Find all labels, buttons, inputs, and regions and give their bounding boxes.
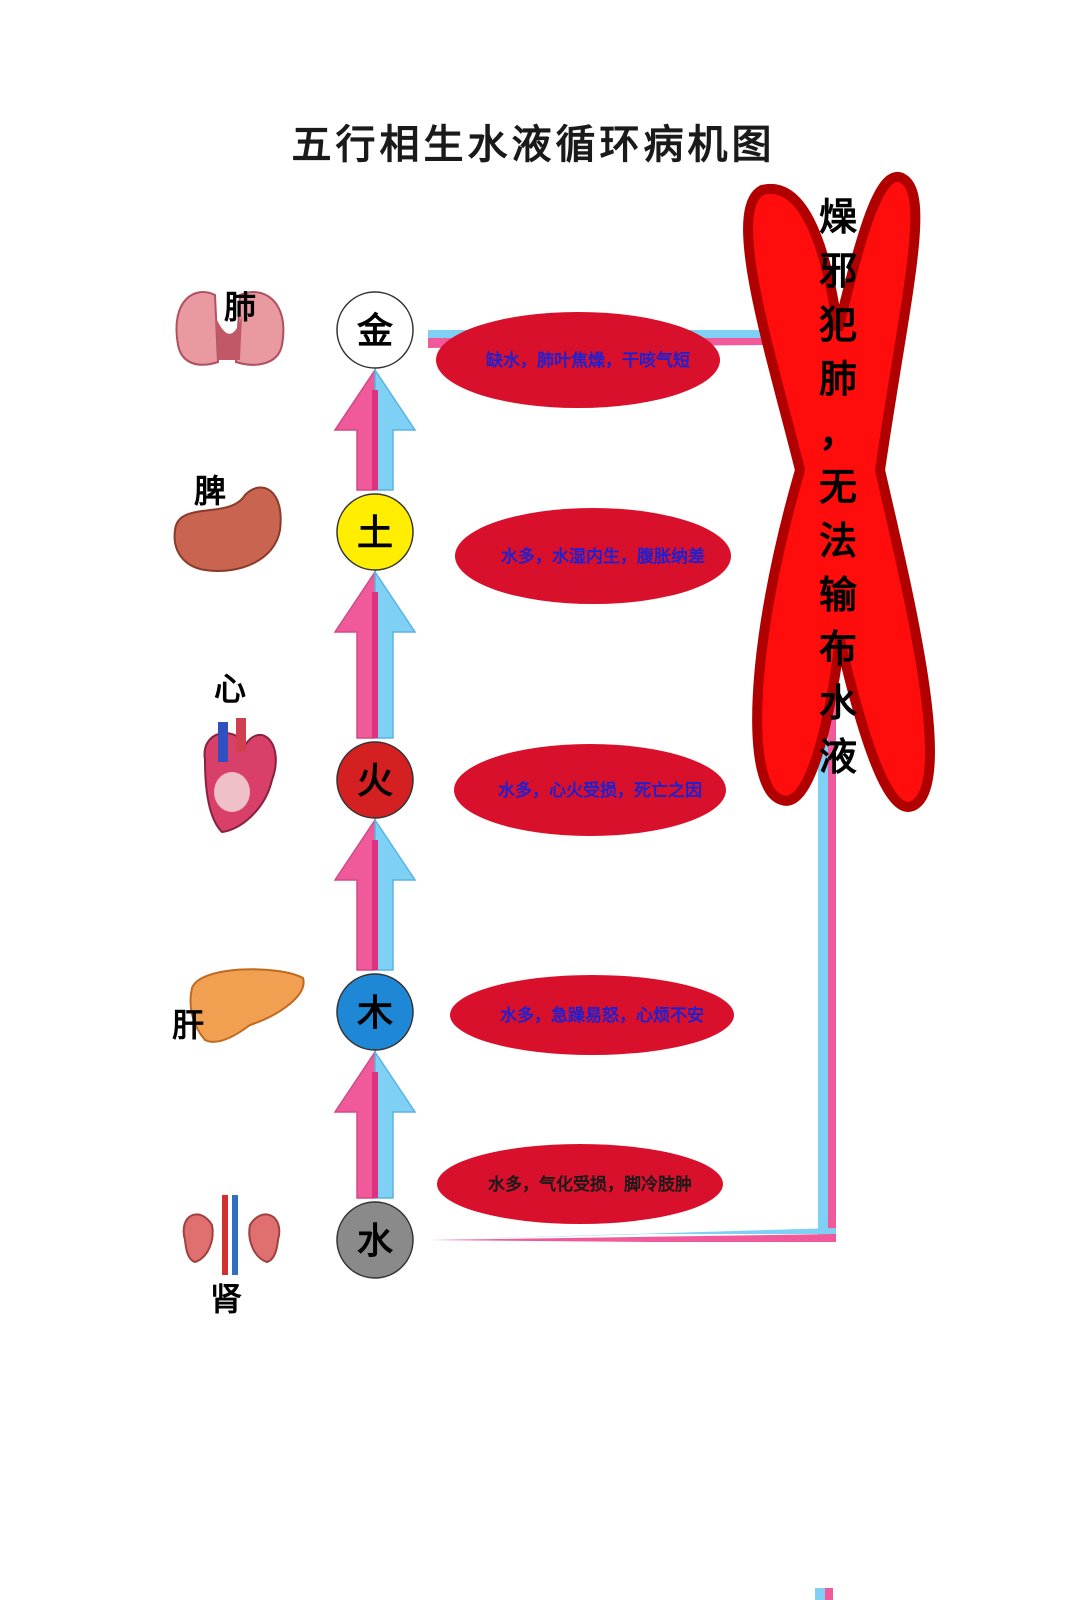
- cycle-arrow: [333, 1049, 417, 1199]
- lung-icon: 肺: [175, 288, 285, 366]
- organ-label: 肝: [172, 1006, 204, 1044]
- heart-icon: 心: [203, 670, 277, 834]
- bottom-feed-line-pink: [430, 1234, 836, 1242]
- element-char: 土: [357, 512, 393, 554]
- organ-label: 心: [214, 670, 246, 708]
- blocker-char: 邪: [819, 248, 857, 293]
- liver-icon: 肝: [172, 968, 305, 1044]
- blocker-char: 无: [819, 464, 857, 509]
- x-shape: [743, 172, 935, 812]
- blocker-char: 液: [819, 734, 857, 779]
- page-corner-mark-pink: [825, 1588, 833, 1600]
- element-char: 木: [357, 992, 393, 1034]
- cycle-arrow: [333, 817, 417, 971]
- blocker-char: 犯: [819, 302, 857, 347]
- cycle-arrow: [333, 569, 417, 739]
- element-node: 火: [336, 741, 414, 819]
- element-node: 木: [336, 973, 414, 1051]
- page-corner-mark: [815, 1588, 825, 1600]
- element-char: 水: [357, 1220, 394, 1262]
- element-char: 火: [357, 760, 393, 802]
- sheng-cycle-arrows: [333, 367, 417, 1199]
- spleen-icon: 脾: [173, 472, 282, 572]
- symptom-ellipse: 水多，心火受损，死亡之因: [454, 744, 726, 836]
- symptom-ellipse: 水多，水湿内生，腹胀纳差: [455, 508, 731, 604]
- symptom-text: 水多，急躁易怒，心烦不安: [500, 1005, 704, 1026]
- element-node: 水: [336, 1201, 414, 1279]
- symptom-ellipses: 缺水，肺叶焦燥，干咳气短水多，水湿内生，腹胀纳差水多，心火受损，死亡之因水多，急…: [436, 312, 734, 1224]
- cycle-arrow: [333, 367, 417, 491]
- blocker-char: 肺: [819, 356, 857, 401]
- organ-label: 脾: [194, 472, 226, 510]
- bottom-feed-line-blue: [430, 1228, 836, 1240]
- element-node: 土: [336, 493, 414, 571]
- blocker-char: 布: [819, 626, 857, 671]
- right-column-blue: [818, 660, 828, 1235]
- blocker-char: 法: [819, 518, 857, 563]
- blocker-char: 输: [819, 572, 858, 617]
- blocker-char: 水: [819, 680, 858, 725]
- element-node: 金: [336, 291, 414, 369]
- kidney-icon: 肾: [182, 1195, 281, 1318]
- blocker-char: ，: [819, 410, 857, 455]
- blocker-char: 燥: [819, 194, 858, 239]
- symptom-text: 水多，气化受损，脚冷肢肿: [488, 1174, 692, 1195]
- symptom-ellipse: 水多，气化受损，脚冷肢肿: [437, 1144, 723, 1224]
- symptom-text: 水多，心火受损，死亡之因: [498, 780, 702, 801]
- right-column-pink: [828, 660, 836, 1235]
- organ-label: 肾: [210, 1280, 242, 1318]
- page-title: 五行相生水液循环病机图: [291, 121, 776, 168]
- symptom-text: 缺水，肺叶焦燥，干咳气短: [486, 350, 690, 371]
- element-char: 金: [356, 310, 394, 352]
- symptom-ellipse: 缺水，肺叶焦燥，干咳气短: [436, 312, 720, 408]
- symptom-text: 水多，水湿内生，腹胀纳差: [501, 546, 705, 567]
- symptom-ellipse: 水多，急躁易怒，心烦不安: [450, 975, 734, 1055]
- organ-label: 肺: [224, 288, 256, 326]
